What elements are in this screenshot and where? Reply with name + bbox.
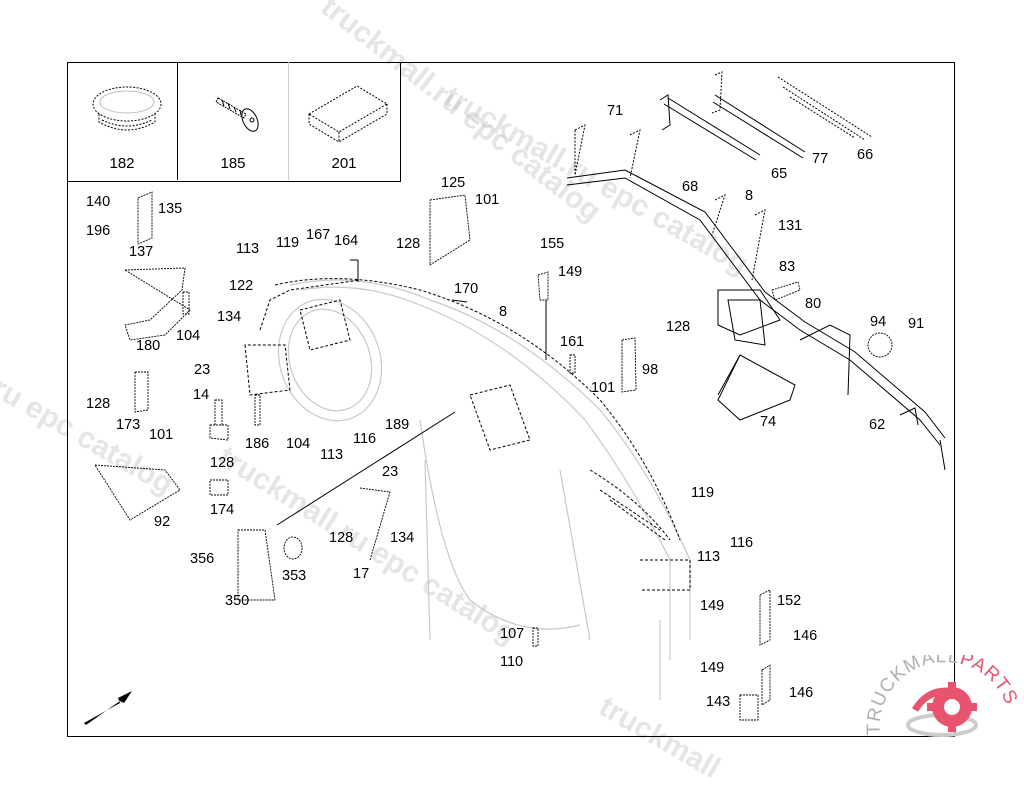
callout-label[interactable]: 8 bbox=[499, 304, 508, 320]
callout-label[interactable]: 77 bbox=[812, 151, 829, 167]
leader-lines bbox=[276, 259, 547, 526]
callout-label[interactable]: 356 bbox=[190, 551, 215, 567]
callout-label[interactable]: 83 bbox=[779, 259, 796, 275]
callout-label[interactable]: 350 bbox=[225, 593, 250, 609]
callout-label[interactable]: 128 bbox=[86, 396, 111, 412]
callout-label[interactable]: 94 bbox=[870, 314, 887, 330]
callout-label[interactable]: 140 bbox=[86, 194, 111, 210]
callout-label[interactable]: 119 bbox=[691, 485, 715, 501]
callout-label[interactable]: 125 bbox=[441, 175, 466, 191]
callout-label[interactable]: 14 bbox=[193, 387, 210, 403]
inset-cell-foam-pad[interactable]: 201 bbox=[289, 62, 399, 180]
callout-label[interactable]: 119 bbox=[276, 235, 300, 251]
callout-label[interactable]: 135 bbox=[158, 201, 183, 217]
callout-label[interactable]: 107 bbox=[500, 626, 525, 642]
callout-label[interactable]: 68 bbox=[682, 179, 699, 195]
callout-label[interactable]: 74 bbox=[760, 414, 777, 430]
callout-label[interactable]: 161 bbox=[560, 334, 585, 350]
callout-label[interactable]: 196 bbox=[86, 223, 111, 239]
inset-parts-panel: 182 185 201 bbox=[67, 62, 401, 182]
callout-label[interactable]: 149 bbox=[700, 598, 725, 614]
inset-cell-grommet[interactable]: 182 bbox=[67, 62, 178, 180]
callout-label[interactable]: 101 bbox=[591, 380, 616, 396]
callout-label[interactable]: 92 bbox=[154, 514, 171, 530]
callout-label[interactable]: 65 bbox=[771, 166, 788, 182]
screw-icon bbox=[215, 97, 259, 132]
callout-label[interactable]: 23 bbox=[382, 464, 399, 480]
callout-label[interactable]: 134 bbox=[390, 530, 415, 546]
callout-label[interactable]: 23 bbox=[194, 362, 211, 378]
callout-label[interactable]: 101 bbox=[149, 427, 174, 443]
inset-label: 185 bbox=[220, 155, 246, 172]
callout-label[interactable]: 8 bbox=[745, 188, 754, 204]
truckmall-parts-logo: TRUCKMALLPARTS bbox=[863, 655, 1021, 737]
callout-label[interactable]: 134 bbox=[217, 309, 242, 325]
dashboard-outline bbox=[244, 278, 691, 591]
callout-label[interactable]: 62 bbox=[869, 417, 886, 433]
callout-label[interactable]: 128 bbox=[329, 530, 354, 546]
callout-label[interactable]: 66 bbox=[857, 147, 874, 163]
callout-label[interactable]: 113 bbox=[320, 447, 344, 463]
callout-label[interactable]: 137 bbox=[129, 244, 154, 260]
direction-arrow-icon bbox=[84, 691, 132, 725]
fastener-glyphs bbox=[94, 191, 893, 721]
callout-label[interactable]: 143 bbox=[706, 694, 731, 710]
grommet-plug-icon bbox=[92, 86, 162, 131]
callout-label[interactable]: 149 bbox=[700, 660, 725, 676]
callout-label[interactable]: 80 bbox=[805, 296, 822, 312]
callout-label[interactable]: 131 bbox=[778, 218, 803, 234]
callout-label[interactable]: 128 bbox=[396, 236, 421, 252]
inset-label: 201 bbox=[331, 155, 357, 172]
callout-label[interactable]: 186 bbox=[245, 436, 270, 452]
callout-label[interactable]: 71 bbox=[607, 103, 624, 119]
callout-label[interactable]: 174 bbox=[210, 502, 235, 518]
exploded-parts-drawing bbox=[94, 71, 946, 721]
callout-label[interactable]: 146 bbox=[789, 685, 814, 701]
callout-label[interactable]: 128 bbox=[666, 319, 691, 335]
callout-label[interactable]: 17 bbox=[353, 566, 370, 582]
foam-pad-icon bbox=[308, 85, 388, 143]
callout-label[interactable]: 167 bbox=[306, 227, 331, 243]
callout-label[interactable]: 98 bbox=[642, 362, 659, 378]
callout-label[interactable]: 91 bbox=[908, 316, 925, 332]
callout-label[interactable]: 149 bbox=[558, 264, 583, 280]
callout-label[interactable]: 122 bbox=[229, 278, 254, 294]
callout-label[interactable]: 353 bbox=[282, 568, 307, 584]
callout-label[interactable]: 146 bbox=[793, 628, 818, 644]
dashboard-ghost-outline bbox=[277, 279, 691, 700]
callout-label[interactable]: 170 bbox=[454, 281, 479, 297]
callout-label[interactable]: 110 bbox=[500, 654, 524, 670]
callout-label[interactable]: 104 bbox=[176, 328, 201, 344]
cross-car-beam bbox=[566, 71, 946, 471]
callout-label[interactable]: 152 bbox=[777, 593, 802, 609]
callout-label[interactable]: 116 bbox=[730, 535, 754, 551]
callout-label[interactable]: 189 bbox=[385, 417, 410, 433]
gear-icon bbox=[906, 682, 978, 737]
callout-label[interactable]: 128 bbox=[210, 455, 235, 471]
callout-label[interactable]: 113 bbox=[697, 549, 721, 565]
diagram-frame bbox=[67, 62, 955, 737]
callout-label[interactable]: 116 bbox=[353, 431, 377, 447]
callout-label[interactable]: 180 bbox=[136, 338, 161, 354]
callout-label[interactable]: 155 bbox=[540, 236, 565, 252]
callout-label[interactable]: 173 bbox=[116, 417, 141, 433]
callout-label[interactable]: 101 bbox=[475, 192, 500, 208]
callout-label[interactable]: 104 bbox=[286, 436, 311, 452]
callout-label[interactable]: 113 bbox=[236, 241, 260, 257]
callout-label[interactable]: 164 bbox=[334, 233, 359, 249]
inset-label: 182 bbox=[109, 155, 135, 172]
inset-cell-screw[interactable]: 185 bbox=[178, 62, 289, 180]
